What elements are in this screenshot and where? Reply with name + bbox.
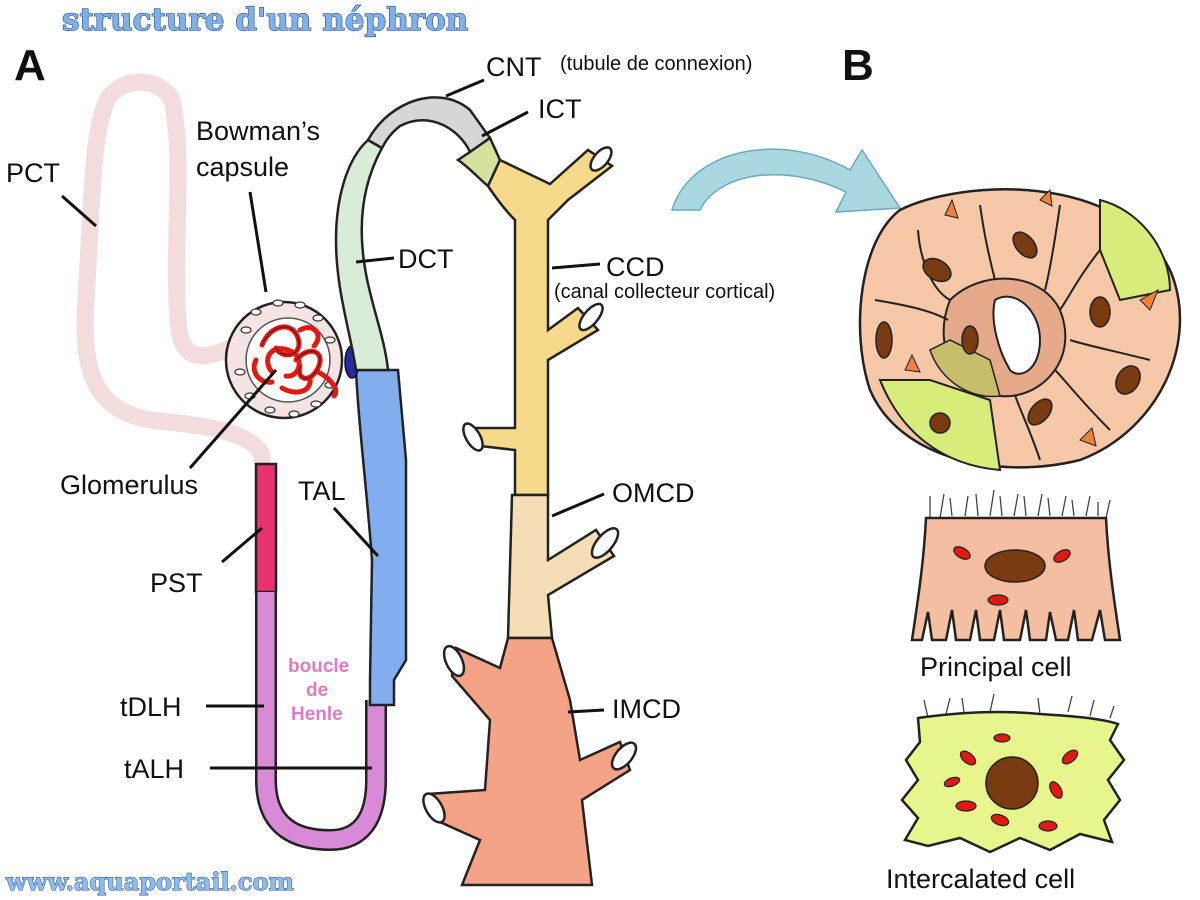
label-intercalated-cell: Intercalated cell [886,864,1075,894]
label-ccd-note: (canal collecteur cortical) [554,281,775,303]
dct-leader [355,256,395,264]
cnt-leader [445,78,485,98]
label-bowman-line2: capsule [196,152,289,182]
ccd-leader [551,262,601,270]
label-henle-3: Henle [291,704,343,725]
imcd-leader [567,708,605,714]
cnt-segment [366,96,492,154]
label-talh: tALH [124,754,184,784]
ict-leader [481,110,529,138]
label-imcd: IMCD [612,694,681,724]
intercalated-cell-figure [900,693,1126,854]
glomerulus-leader [188,369,278,469]
ccd-branch-opening-2 [578,302,604,332]
dct-segment [334,138,390,372]
omcd-branch-opening [590,527,620,559]
label-bowman-line1: Bowman’s [196,116,320,146]
pct-tubule-fill [76,73,271,464]
label-cnt-note: (tubule de connexion) [560,53,752,75]
label-cnt: CNT [486,52,542,82]
ccd-branch-opening-1 [589,146,613,172]
label-henle-2: de [306,680,328,701]
diagram-title: structure d'un néphron [62,2,468,38]
panel-b-label: B [842,41,874,90]
ccd-segment [465,148,615,497]
label-tdlh: tDLH [120,692,182,722]
imcd-branch-opening-1 [442,644,466,678]
label-glomerulus: Glomerulus [60,470,198,500]
tal-segment [354,368,408,707]
omcd-leader [551,492,605,518]
panel-a-label: A [14,41,46,90]
loop-of-henle-fill [257,592,385,849]
tal-leader [332,506,380,558]
label-henle-1: boucle [288,656,349,677]
omcd-segment [506,493,616,640]
pst-segment [254,462,278,594]
bowman-leader [248,191,268,293]
label-ccd: CCD [606,252,665,282]
label-pct: PCT [6,158,60,188]
principal-cell-figure [910,489,1122,642]
tubule-cross-section [858,188,1182,472]
bowman-cell-nuclei [234,299,336,418]
zoom-arrow [670,148,902,213]
label-omcd: OMCD [612,478,695,508]
label-tal: TAL [298,476,346,506]
pct-leader [61,194,97,228]
label-ict: ICT [538,94,582,124]
website-watermark: www.aquaportail.com [5,867,294,896]
label-dct: DCT [398,244,454,274]
imcd-branch-opening-2 [610,741,638,771]
label-pst: PST [150,568,203,598]
label-principal-cell: Principal cell [920,652,1072,682]
pst-leader [221,526,263,564]
glomerulus-outline [261,326,321,379]
imcd-branch-opening-3 [422,792,446,824]
ccd-branch-opening-3 [462,422,484,452]
